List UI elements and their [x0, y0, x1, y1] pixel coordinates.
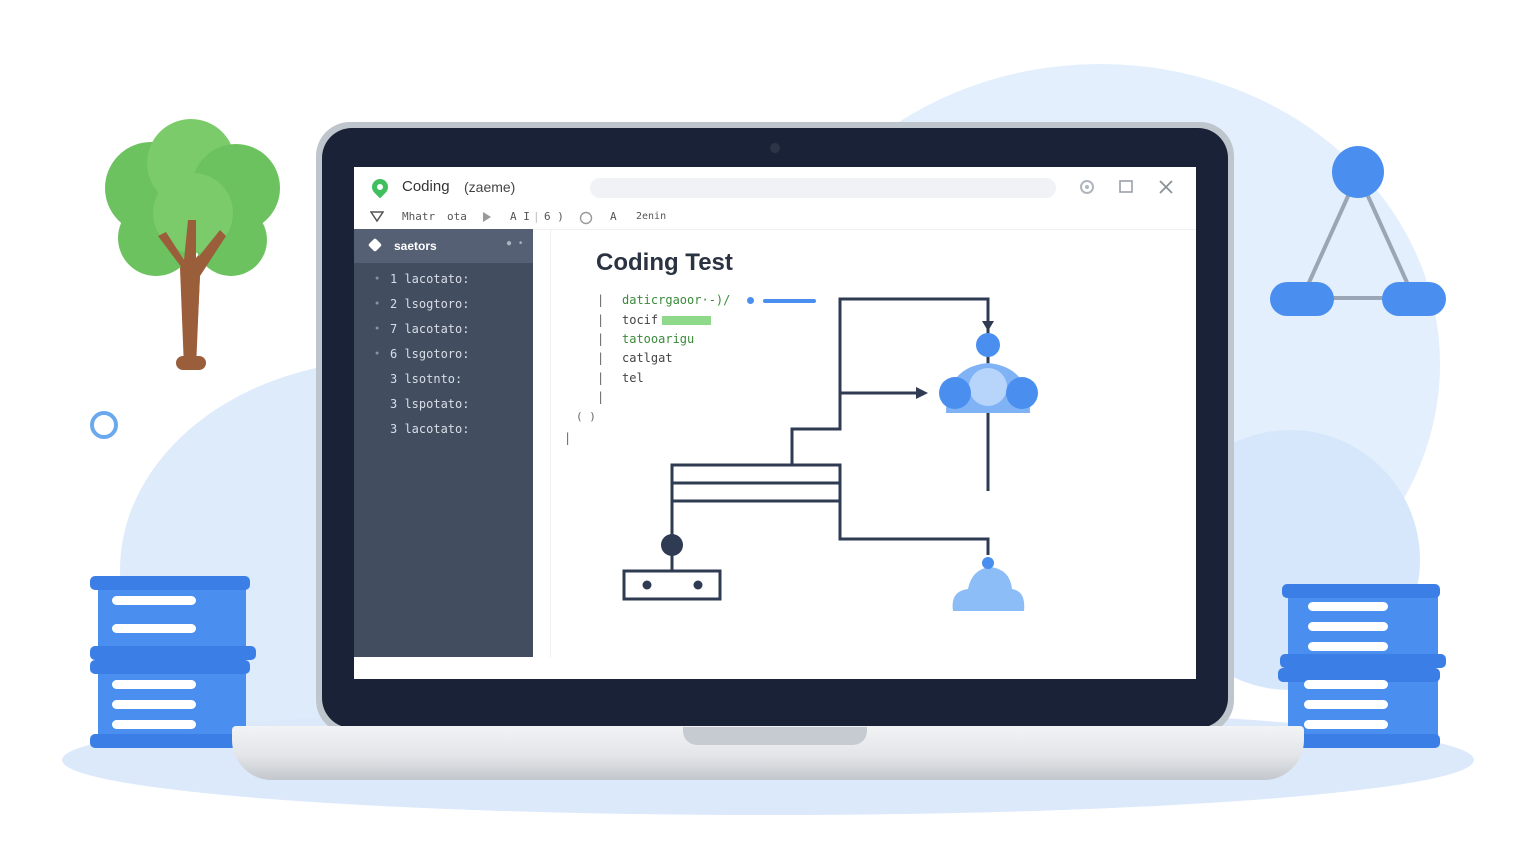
line-marker: | [564, 431, 572, 445]
circle-icon[interactable] [579, 211, 593, 225]
bullet-icon: ● [375, 275, 380, 282]
sidebar-header-label: saetors [394, 239, 437, 253]
network-triangle-icon [1270, 146, 1446, 316]
minimize-icon[interactable] [1078, 178, 1096, 196]
braces: ( ) [576, 410, 596, 423]
sidebar-item[interactable]: ● 2 lsogtoro: [354, 293, 533, 318]
toolbar-item[interactable]: 2enin [636, 211, 667, 222]
code-line[interactable]: tocif [622, 313, 659, 327]
toolbar-item[interactable]: ota [447, 210, 467, 223]
line-marker: | [597, 313, 605, 327]
app-logo-icon [368, 175, 392, 199]
sidebar-item[interactable]: 3 lacotato: [354, 418, 533, 443]
app-window: Coding (zaeme) Mhatr ota A I | 6 ) A 2en… [354, 167, 1196, 679]
selection-highlight [763, 299, 816, 303]
ring-decoration [90, 411, 118, 439]
server-stack-right [1276, 582, 1448, 752]
tree-illustration [105, 119, 280, 370]
window-subtitle: (zaeme) [464, 179, 516, 195]
code-line[interactable]: tatooarigu [622, 332, 695, 346]
line-marker: | [597, 390, 605, 404]
highlight-bar [662, 316, 711, 325]
code-line[interactable]: daticrgaoor·-)/ [622, 293, 731, 307]
sidebar-item[interactable]: ● 1 lacotato: [354, 268, 533, 293]
server-stack-left [88, 574, 258, 750]
toolbar-item[interactable]: 6 ) [544, 210, 564, 223]
sidebar-item-label: 3 lsotnto: [390, 372, 463, 386]
dropdown-triangle-icon[interactable] [370, 211, 384, 223]
sidebar-item-label: 6 lsgotoro: [390, 347, 470, 361]
bullet-icon: ● [375, 300, 380, 307]
maximize-icon[interactable] [1117, 178, 1135, 196]
toolbar-item[interactable]: A [610, 210, 617, 223]
status-strip [354, 657, 1196, 679]
more-options-icon[interactable]: ● • [506, 238, 525, 249]
sidebar-item-label: 7 lacotato: [390, 322, 470, 336]
toolbar-divider: | [533, 210, 540, 223]
sidebar-item[interactable]: 3 lspotato: [354, 393, 533, 418]
line-marker: | [597, 351, 605, 365]
window-title: Coding [402, 178, 450, 195]
line-marker: | [597, 293, 605, 307]
sidebar-item-label: 3 lspotato: [390, 397, 470, 411]
title-bar: Coding (zaeme) [354, 167, 1196, 207]
code-line[interactable]: tel [622, 371, 644, 385]
diamond-icon [367, 237, 383, 253]
sidebar-item[interactable]: ● 6 lsgotoro: [354, 343, 533, 368]
sidebar-item-label: 2 lsogtoro: [390, 297, 470, 311]
sidebar-header[interactable]: saetors ● • [354, 229, 533, 263]
bullet-icon: ● [375, 325, 380, 332]
address-bar[interactable] [590, 178, 1056, 198]
editor-gutter-line [550, 229, 551, 657]
toolbar-item[interactable]: Mhatr [402, 210, 436, 223]
page-title: Coding Test [596, 249, 733, 276]
code-line[interactable]: catlgat [622, 351, 673, 365]
webcam-icon [770, 143, 780, 153]
toolbar-item[interactable]: A I [510, 210, 530, 223]
sidebar: saetors ● • ● 1 lacotato: ● 2 lsogtoro: ● 7… [354, 229, 533, 657]
line-marker: | [597, 332, 605, 346]
bullet-icon: ● [375, 350, 380, 357]
toolbar: Mhatr ota A I | 6 ) A 2enin [354, 207, 1196, 230]
cursor-dot-icon [747, 297, 754, 304]
sidebar-item[interactable]: ● 7 lacotato: [354, 318, 533, 343]
laptop-notch [683, 727, 867, 745]
line-marker: | [597, 371, 605, 385]
close-icon[interactable] [1157, 178, 1175, 196]
play-icon[interactable] [482, 211, 492, 223]
flow-diagram [622, 297, 1038, 611]
sidebar-item-label: 1 lacotato: [390, 272, 470, 286]
sidebar-item-label: 3 lacotato: [390, 422, 470, 436]
sidebar-item[interactable]: 3 lsotnto: [354, 368, 533, 393]
